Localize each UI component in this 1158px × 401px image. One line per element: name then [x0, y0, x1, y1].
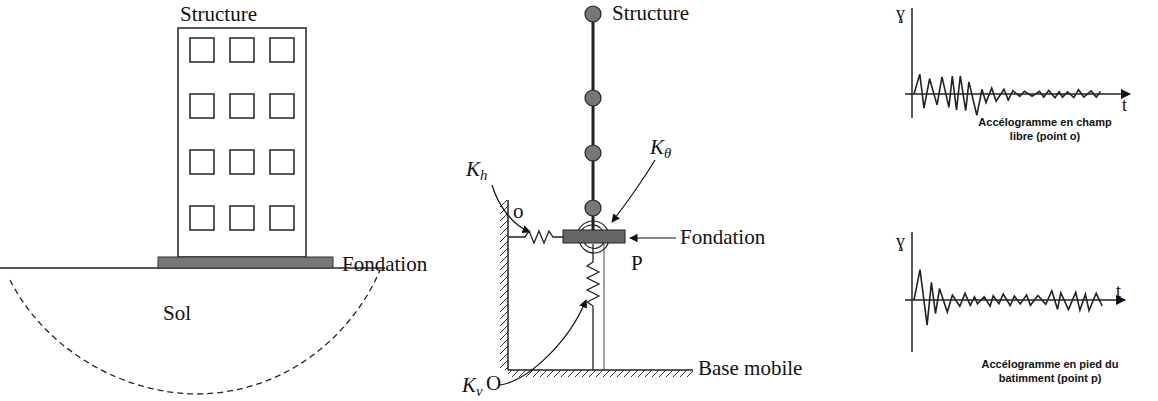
window — [230, 150, 254, 174]
origin-label: O — [486, 372, 501, 395]
window — [270, 94, 294, 118]
graph-title: Accélogramme en pied du batimment (point… — [975, 358, 1125, 386]
stiffness-label: Kv — [462, 374, 483, 399]
axis-label: ɣ — [896, 232, 905, 252]
point-label: o — [513, 200, 524, 223]
point-label: P — [631, 252, 643, 275]
window — [270, 206, 294, 230]
foundation-label: Fondation — [680, 226, 765, 249]
axis-label: t — [1116, 282, 1121, 302]
window — [230, 38, 254, 62]
window — [230, 94, 254, 118]
stiffness-label: Kh — [466, 158, 487, 183]
axis-label: ɣ — [896, 4, 905, 24]
window — [190, 150, 214, 174]
structure-label: Structure — [612, 2, 689, 25]
base-label: Base mobile — [698, 357, 802, 380]
window — [190, 38, 214, 62]
window — [270, 38, 294, 62]
structure-label: Structure — [180, 3, 257, 26]
stiffness-label: Kθ — [650, 136, 671, 161]
stick-model — [492, 6, 693, 385]
soil-label: Sol — [163, 302, 191, 325]
window — [190, 94, 214, 118]
soil-structure — [0, 28, 385, 394]
foundation-label: Fondation — [342, 253, 427, 276]
accelerograms — [905, 8, 1130, 352]
window — [190, 206, 214, 230]
axis-label: t — [1122, 96, 1127, 116]
window — [230, 206, 254, 230]
graph-title: Accélogramme en champ libre (point o) — [970, 116, 1120, 144]
window — [270, 150, 294, 174]
